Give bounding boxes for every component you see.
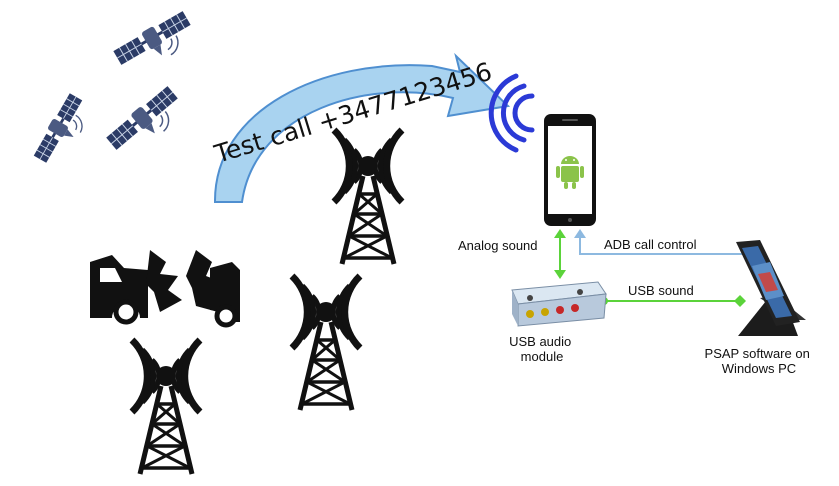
analog-sound-link [554,229,566,279]
car-crash-icon [90,250,240,328]
satellite-icon [30,90,97,172]
android-phone [544,114,596,226]
cell-tower-icon [292,276,360,410]
adb-call-control-label: ADB call control [604,237,697,252]
psap-label: PSAP software on Windows PC [705,346,814,376]
android-logo-icon [556,156,584,189]
usb-sound-label: USB sound [628,283,694,298]
usb-audio-module-label: USB audio module [509,334,575,364]
usb-audio-module [511,281,607,327]
cell-tower-icon [334,130,402,264]
satellite-icon [110,7,201,81]
analog-sound-label: Analog sound [458,238,538,253]
satellite-icon [103,83,190,164]
adb-call-control-link [574,229,744,255]
psap-tablet [736,240,806,336]
signal-waves-icon [488,73,535,153]
cell-tower-icon [132,340,200,474]
test-call-arrow [213,52,511,203]
